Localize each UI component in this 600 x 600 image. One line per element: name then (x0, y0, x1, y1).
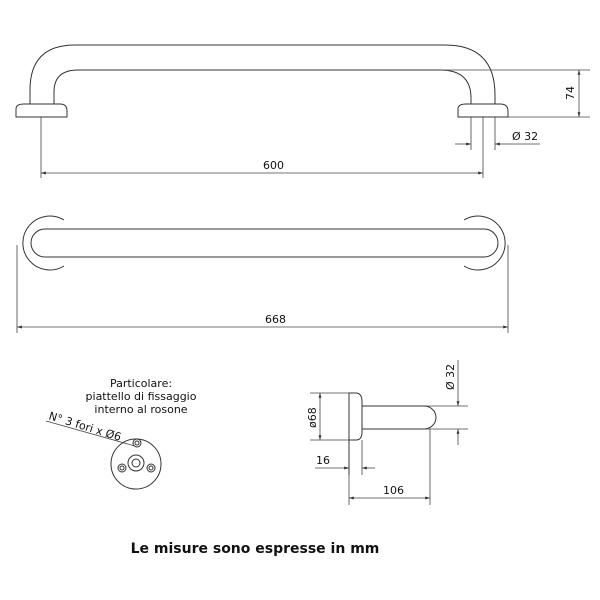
front-view: 600 74 Ø 32 (15, 44, 590, 178)
side-flange (348, 392, 363, 441)
side-tube (362, 405, 437, 430)
flange-thickness-label: 16 (316, 454, 330, 467)
dimension-668-label: 668 (265, 313, 286, 326)
dimension-74-label: 74 (564, 86, 577, 100)
detail-title-line-1: Particolare: (110, 377, 172, 390)
left-rosette (22, 215, 65, 271)
right-flange (457, 103, 509, 118)
depth-label: 106 (383, 484, 404, 497)
diameter-32-label: Ø 32 (512, 130, 538, 143)
tube-diameter-label: Ø 32 (444, 364, 457, 390)
grab-bar-outer-profile (29, 44, 496, 104)
grab-bar-inner-profile (53, 69, 472, 104)
grab-bar-top (30, 228, 499, 258)
fixing-plate-detail: Particolare: piattello di fissaggio inte… (45, 377, 197, 490)
dimension-600-label: 600 (263, 159, 284, 172)
detail-title-line-3: interno al rosone (94, 403, 187, 416)
flange-diameter-label: ø68 (306, 407, 319, 428)
left-flange (15, 103, 68, 118)
units-note: Le misure sono espresse in mm (130, 541, 380, 557)
top-view: 668 (16, 215, 509, 333)
right-rosette (463, 215, 506, 271)
side-view: ø68 16 106 Ø 32 (306, 360, 468, 505)
detail-title-line-2: piattello di fissaggio (86, 390, 197, 403)
